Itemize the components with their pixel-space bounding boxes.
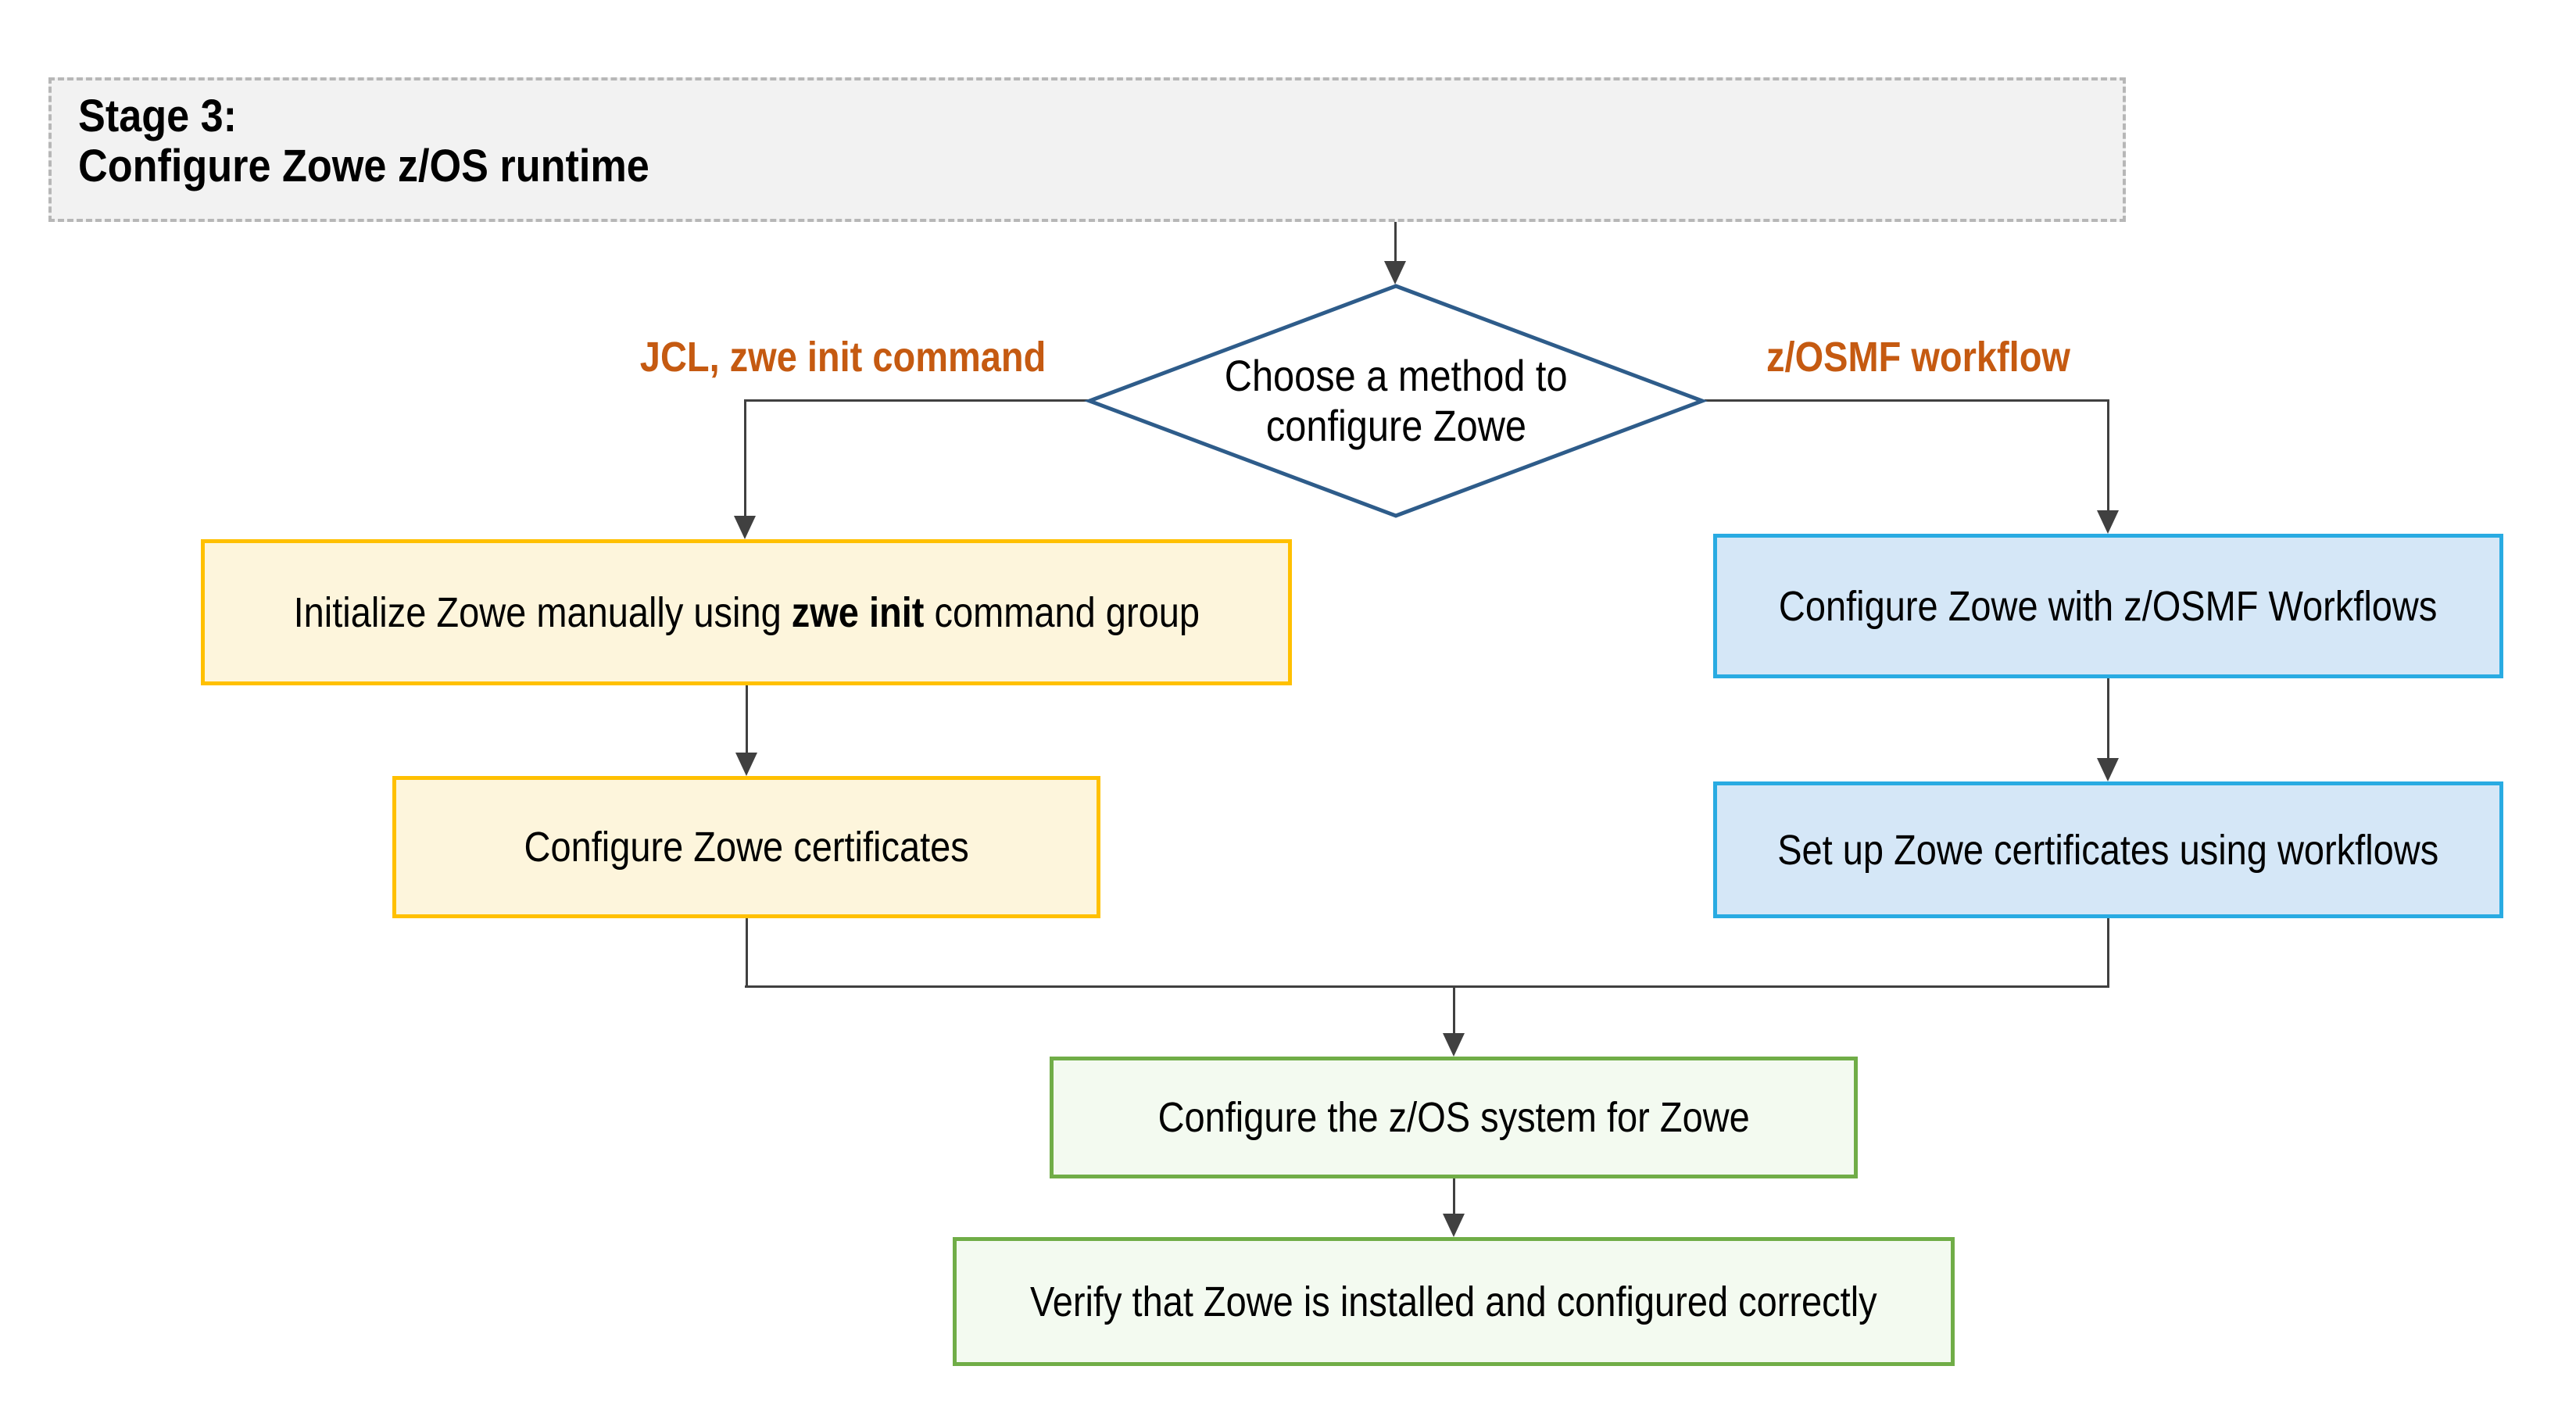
- node-configure-zowe-zosmf-workflows-label: Configure Zowe with z/OSMF Workflows: [1779, 582, 2438, 630]
- node-configure-zowe-certificates-label: Configure Zowe certificates: [524, 824, 969, 871]
- init-label-suffix: command group: [924, 588, 1200, 636]
- decision-diamond: Choose a method to configure Zowe: [1083, 284, 1708, 518]
- connector-config-zos-to-verify: [1453, 1178, 1455, 1217]
- branch-label-jcl-text: JCL, zwe init command: [639, 334, 1046, 381]
- init-label-zwe-init: zwe init: [791, 588, 925, 636]
- arrowhead-into-decision: [1384, 261, 1406, 284]
- connector-certs-workflows-to-merge: [2107, 918, 2109, 988]
- connector-decision-right-horizontal: [1705, 399, 2109, 402]
- connector-stage-to-decision: [1394, 222, 1397, 264]
- stage-title-line1: Stage 3:: [78, 91, 238, 141]
- node-configure-zowe-zosmf-workflows: Configure Zowe with z/OSMF Workflows: [1713, 534, 2503, 678]
- decision-label-line2: configure Zowe: [1265, 401, 1526, 450]
- connector-merge-horizontal: [745, 985, 2109, 988]
- node-initialize-zowe-manually: Initialize Zowe manually using zwe init …: [201, 539, 1292, 685]
- arrowhead-into-config-certs: [735, 753, 757, 776]
- arrowhead-into-verify: [1443, 1214, 1465, 1237]
- decision-diamond-shape: [1083, 284, 1708, 518]
- connector-right-branch-vertical: [2107, 399, 2109, 513]
- decision-label: Choose a method to configure Zowe: [1087, 284, 1705, 517]
- init-label-prefix: Initialize Zowe manually using: [293, 588, 792, 636]
- branch-label-zosmf-workflow: z/OSMF workflow: [1712, 333, 2126, 381]
- node-configure-zos-system: Configure the z/OS system for Zowe: [1050, 1057, 1858, 1178]
- node-verify-installation: Verify that Zowe is installed and config…: [953, 1237, 1955, 1366]
- branch-label-jcl-zwe-init: JCL, zwe init command: [610, 333, 1046, 381]
- connector-certs-to-merge: [746, 918, 748, 988]
- node-configure-zos-system-label: Configure the z/OS system for Zowe: [1157, 1094, 1750, 1141]
- stage-box: Stage 3: Configure Zowe z/OS runtime: [48, 77, 2126, 222]
- node-setup-certificates-workflows-label: Set up Zowe certificates using workflows: [1777, 826, 2439, 874]
- connector-left-branch-vertical: [744, 399, 746, 519]
- node-configure-zowe-certificates: Configure Zowe certificates: [392, 776, 1100, 918]
- connector-merge-to-config-zos: [1453, 985, 1455, 1036]
- decision-label-line1: Choose a method to: [1224, 351, 1568, 400]
- branch-label-zosmf-text: z/OSMF workflow: [1766, 334, 2071, 381]
- arrowhead-into-init-manual: [734, 516, 756, 539]
- arrowhead-into-certs-workflows: [2097, 758, 2119, 781]
- connector-decision-left-horizontal: [745, 399, 1089, 402]
- decision-diamond-svg: [1083, 284, 1708, 518]
- arrowhead-into-zosmf-workflows: [2097, 510, 2119, 534]
- node-verify-installation-label: Verify that Zowe is installed and config…: [1030, 1278, 1877, 1325]
- node-initialize-zowe-manually-label: Initialize Zowe manually using zwe init …: [293, 588, 1199, 637]
- node-setup-certificates-workflows: Set up Zowe certificates using workflows: [1713, 781, 2503, 918]
- connector-workflows-to-certs: [2107, 678, 2109, 761]
- stage-title-line2: Configure Zowe z/OS runtime: [78, 141, 649, 191]
- connector-init-to-certs: [746, 685, 748, 756]
- arrowhead-into-config-zos: [1443, 1033, 1465, 1057]
